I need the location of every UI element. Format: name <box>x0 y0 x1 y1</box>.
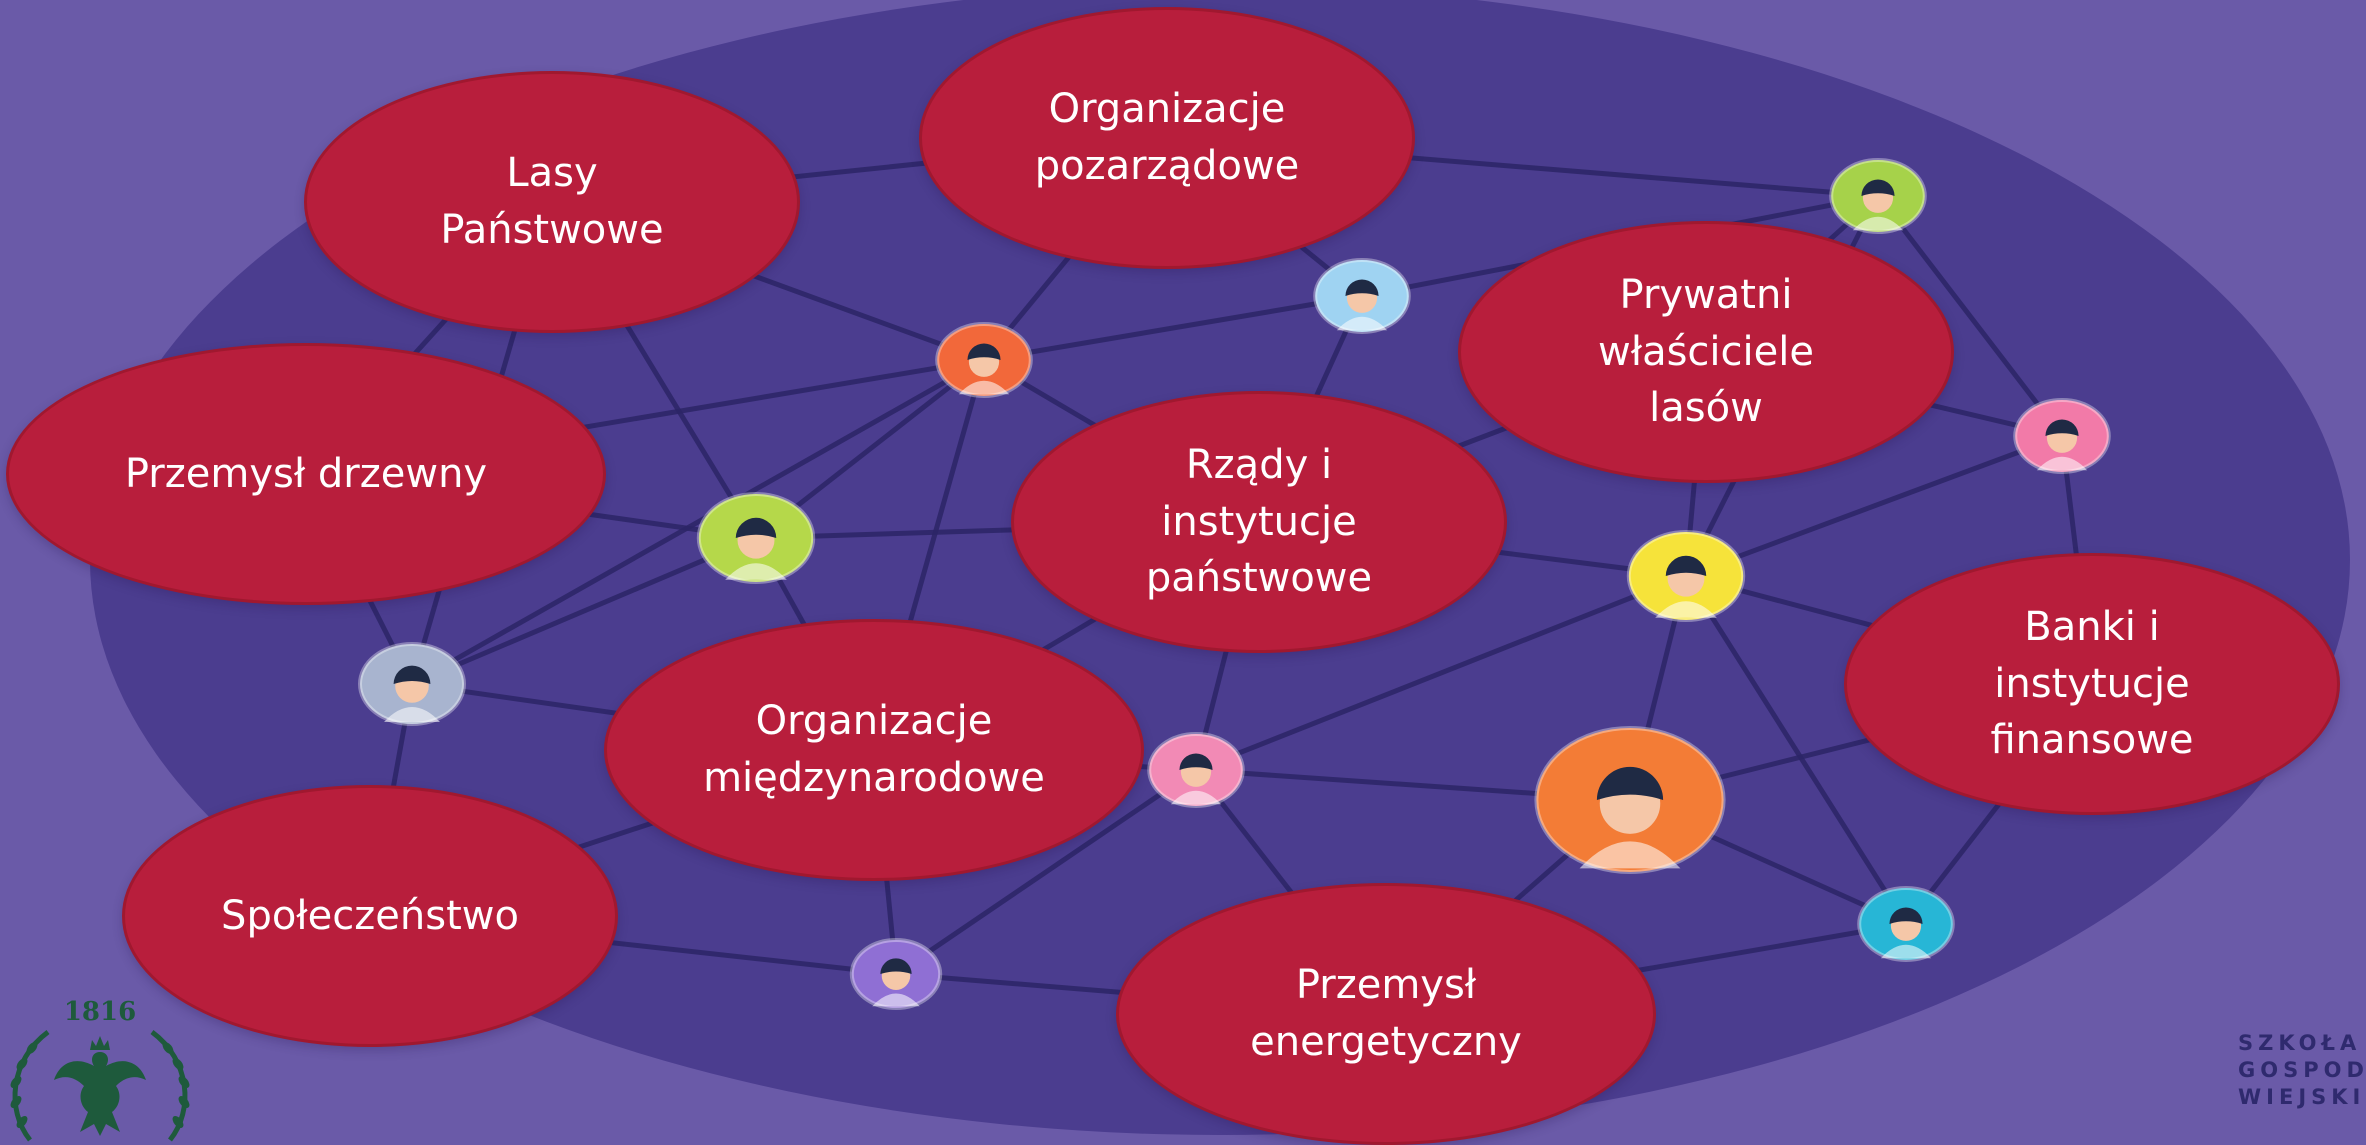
avatar-shoulders <box>384 707 440 722</box>
network-line <box>1876 194 2064 438</box>
avatar-shoulders <box>1880 944 1932 959</box>
avatar-hair <box>2045 419 2079 436</box>
logo-year: 1816 <box>64 997 136 1027</box>
network-line <box>1685 433 2063 579</box>
wreath-leaf <box>10 1096 22 1108</box>
person-avatar-icon <box>358 642 466 726</box>
avatar-hair <box>1179 753 1213 770</box>
bubble-organizacje-miedzynarodowe: Organizacje międzynarodowe <box>604 619 1144 881</box>
brand-line-1: SZKOŁA GŁÓWNA <box>2238 1031 2366 1055</box>
network-line <box>983 293 1363 363</box>
avatar-shoulders <box>872 993 920 1007</box>
avatar-shoulders <box>1336 316 1388 331</box>
wreath-leaf <box>172 1058 184 1070</box>
bubble-organizacje-pozarzadowe: Organizacje pozarządowe <box>919 7 1415 269</box>
avatar-hair <box>967 343 1001 360</box>
crown-icon <box>90 1036 110 1050</box>
avatar-hair <box>880 958 912 974</box>
university-seal-logo: 1816 <box>10 997 190 1142</box>
wreath-leaf <box>162 1042 174 1054</box>
network-line <box>1195 573 1687 773</box>
avatar-hair <box>1596 766 1664 800</box>
person-avatar-icon <box>1626 530 1746 622</box>
person-avatar-icon <box>696 492 816 584</box>
person-avatar-icon <box>1857 886 1955 962</box>
wreath-leaf <box>172 1116 184 1128</box>
wreath-leaf <box>26 1042 38 1054</box>
avatar-shoulders <box>1579 841 1681 869</box>
seal-emblem: 1816 <box>10 997 190 1142</box>
brand-line-2: GOSPODARSTWA <box>2238 1058 2366 1082</box>
bubble-banki-instytucje: Banki i instytucje finansowe <box>1844 553 2340 815</box>
avatar-shoulders <box>958 380 1010 395</box>
university-name: SZKOŁA GŁÓWNA GOSPODARSTWA WIEJSKIEGO <box>2238 1030 2366 1111</box>
bubble-label: Rządy i instytucje państwowe <box>1145 441 1373 602</box>
bubble-rzady-instytucje: Rządy i instytucje państwowe <box>1011 391 1507 653</box>
bubble-spoleczenstwo: Społeczeństwo <box>122 785 618 1047</box>
avatar-shoulders <box>725 563 787 580</box>
bubble-label: Banki i instytucje finansowe <box>1990 603 2194 764</box>
avatar-hair <box>1889 907 1923 924</box>
avatar-hair <box>1665 555 1707 576</box>
brand-line-3: WIEJSKIEGO <box>2238 1085 2366 1109</box>
avatar-hair <box>735 517 777 538</box>
person-avatar-icon <box>935 322 1033 398</box>
avatar-shoulders <box>1852 216 1904 231</box>
bubble-label: Lasy Państwowe <box>440 150 664 253</box>
person-avatar-icon <box>2013 398 2111 474</box>
network-line <box>894 767 1198 977</box>
person-avatar-icon <box>1829 158 1927 234</box>
person-avatar-icon <box>1147 732 1245 808</box>
avatar-hair <box>1861 179 1895 196</box>
network-line <box>410 357 986 687</box>
eagle-icon <box>54 1052 146 1136</box>
bubble-prywatni-wlasciciele: Prywatni właściciele lasów <box>1458 221 1954 483</box>
bubble-label: Przemysł energetyczny <box>1250 962 1522 1065</box>
network-line <box>411 535 757 687</box>
avatar-hair <box>1345 279 1379 296</box>
person-avatar-icon <box>849 938 943 1010</box>
wreath-leaf <box>178 1096 190 1108</box>
wreath-leaf <box>16 1116 28 1128</box>
bubble-label: Organizacje pozarządowe <box>1034 86 1300 189</box>
bubble-przemysl-drzewny: Przemysł drzewny <box>6 343 606 605</box>
wreath-leaf <box>16 1058 28 1070</box>
bubble-lasy-panstwowe: Lasy Państwowe <box>304 71 800 333</box>
wreath-leaf <box>10 1076 22 1088</box>
avatar-shoulders <box>1170 790 1222 805</box>
wreath-leaf <box>178 1076 190 1088</box>
people-layer <box>358 158 2111 1010</box>
bubble-label: Organizacje międzynarodowe <box>703 698 1045 801</box>
avatar-shoulders <box>1655 601 1717 618</box>
wreath-leaves <box>10 1042 190 1128</box>
avatar-shoulders <box>2036 456 2088 471</box>
bubble-label: Społeczeństwo <box>221 892 519 939</box>
network-line <box>1683 574 1909 926</box>
bubble-przemysl-energetyczny: Przemysł energetyczny <box>1116 883 1656 1145</box>
avatar-hair <box>393 665 431 684</box>
bubble-label: Przemysł drzewny <box>124 450 488 497</box>
person-avatar-icon <box>1534 726 1726 874</box>
person-avatar-icon <box>1313 258 1411 334</box>
bubble-label: Prywatni właściciele lasów <box>1598 271 1814 432</box>
